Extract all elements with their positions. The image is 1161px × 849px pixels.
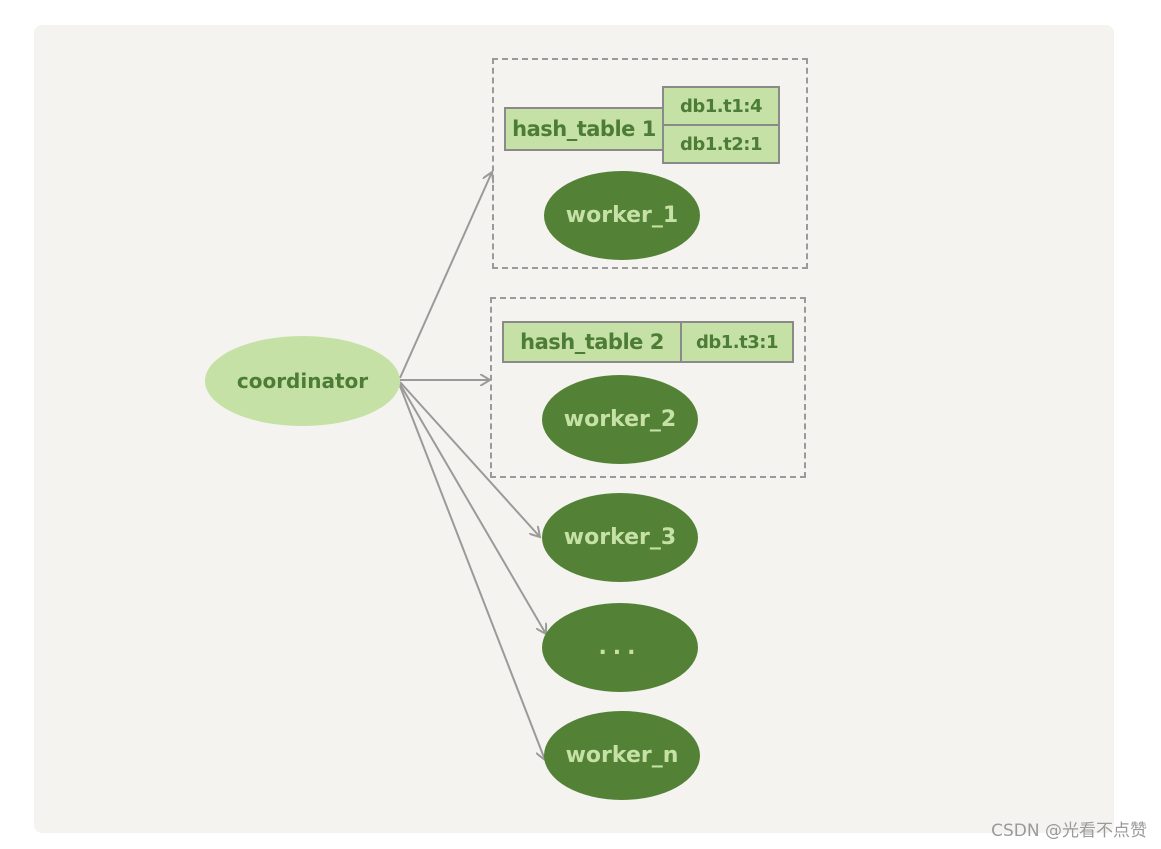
worker-ellipsis-label: ... <box>598 635 642 660</box>
hash-table-2-entry-1-label: db1.t3:1 <box>696 331 778 353</box>
hash-table-1-entry-2: db1.t2:1 <box>662 124 780 164</box>
hash-table-1-entry-1: db1.t1:4 <box>662 86 780 126</box>
group-1-box <box>492 58 808 269</box>
worker-1-label: worker_1 <box>565 203 679 228</box>
worker-1-node: worker_1 <box>544 171 700 260</box>
hash-table-2-entry-1: db1.t3:1 <box>680 321 794 363</box>
hash-table-1-label: hash_table 1 <box>512 117 656 141</box>
group-2-box <box>490 297 806 478</box>
worker-3-node: worker_3 <box>542 493 698 582</box>
worker-2-node: worker_2 <box>542 375 698 464</box>
watermark: CSDN @光看不点赞 <box>991 821 1147 841</box>
hash-table-2: hash_table 2 <box>502 321 682 363</box>
coordinator-label: coordinator <box>236 369 369 393</box>
hash-table-1-entry-2-label: db1.t2:1 <box>680 133 762 155</box>
worker-n-label: worker_n <box>565 743 679 768</box>
hash-table-1: hash_table 1 <box>504 107 664 151</box>
worker-n-node: worker_n <box>544 711 700 800</box>
coordinator-node: coordinator <box>205 336 400 426</box>
worker-ellipsis-node: ... <box>542 603 698 692</box>
worker-2-label: worker_2 <box>563 407 677 432</box>
worker-3-label: worker_3 <box>563 525 677 550</box>
hash-table-1-entry-1-label: db1.t1:4 <box>680 95 762 117</box>
hash-table-2-label: hash_table 2 <box>520 330 664 354</box>
